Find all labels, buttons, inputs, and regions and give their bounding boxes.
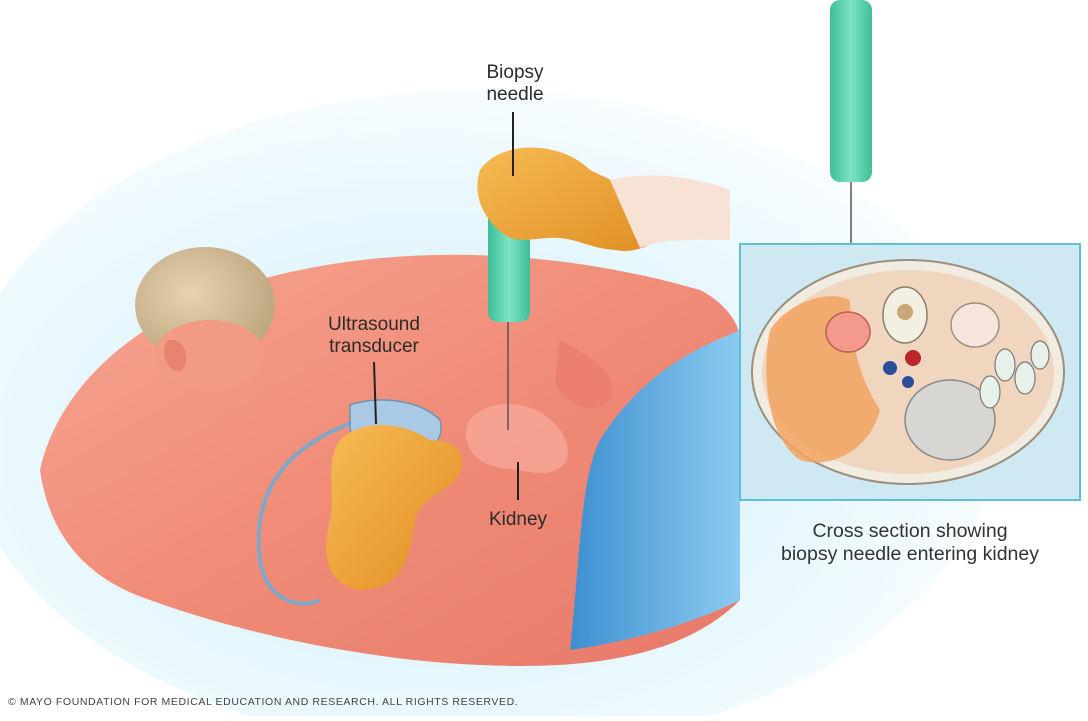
kidney-label: Kidney	[468, 509, 568, 531]
copyright-notice: © MAYO FOUNDATION FOR MEDICAL EDUCATION …	[8, 696, 518, 708]
inset-needle-handle	[830, 0, 872, 182]
biopsy-needle-label: Biopsy needle	[470, 62, 560, 106]
inset-caption: Cross section showing biopsy needle ente…	[740, 520, 1080, 566]
ultrasound-transducer-label: Ultrasound transducer	[300, 314, 448, 358]
